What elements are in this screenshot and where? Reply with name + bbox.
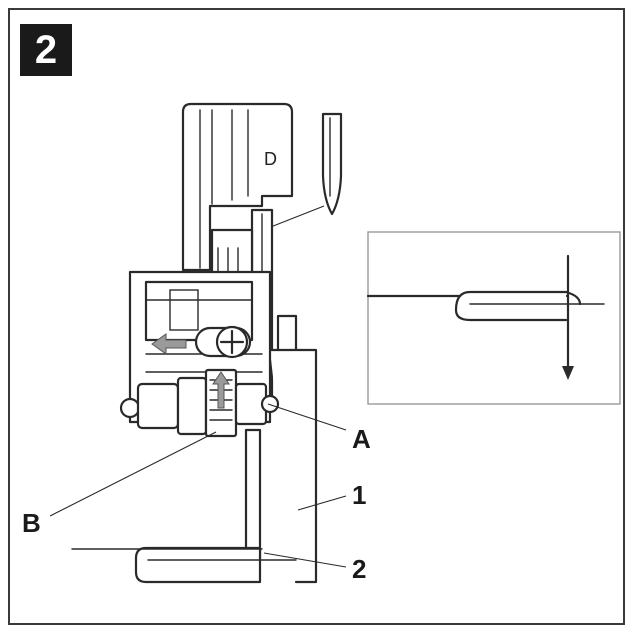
step-number-badge: 2	[20, 24, 72, 76]
label-1: 1	[352, 480, 367, 510]
needle	[257, 112, 343, 233]
label-a: A	[352, 424, 371, 454]
leader-b	[49, 431, 217, 517]
label-2: 2	[352, 554, 367, 584]
leader-2	[263, 552, 347, 568]
label-b: B	[22, 508, 41, 538]
up-arrow-icon	[212, 371, 230, 409]
foot-sole	[134, 428, 297, 584]
leader-1	[297, 495, 347, 511]
inset-detail	[366, 231, 621, 405]
down-arrow-icon	[562, 366, 574, 380]
adjust-knob	[119, 368, 280, 438]
foot-shank	[181, 102, 294, 272]
foot-mark-label: D	[264, 149, 277, 169]
side-plate	[268, 314, 318, 584]
left-arrow-icon	[151, 333, 187, 355]
leader-a	[267, 403, 347, 431]
